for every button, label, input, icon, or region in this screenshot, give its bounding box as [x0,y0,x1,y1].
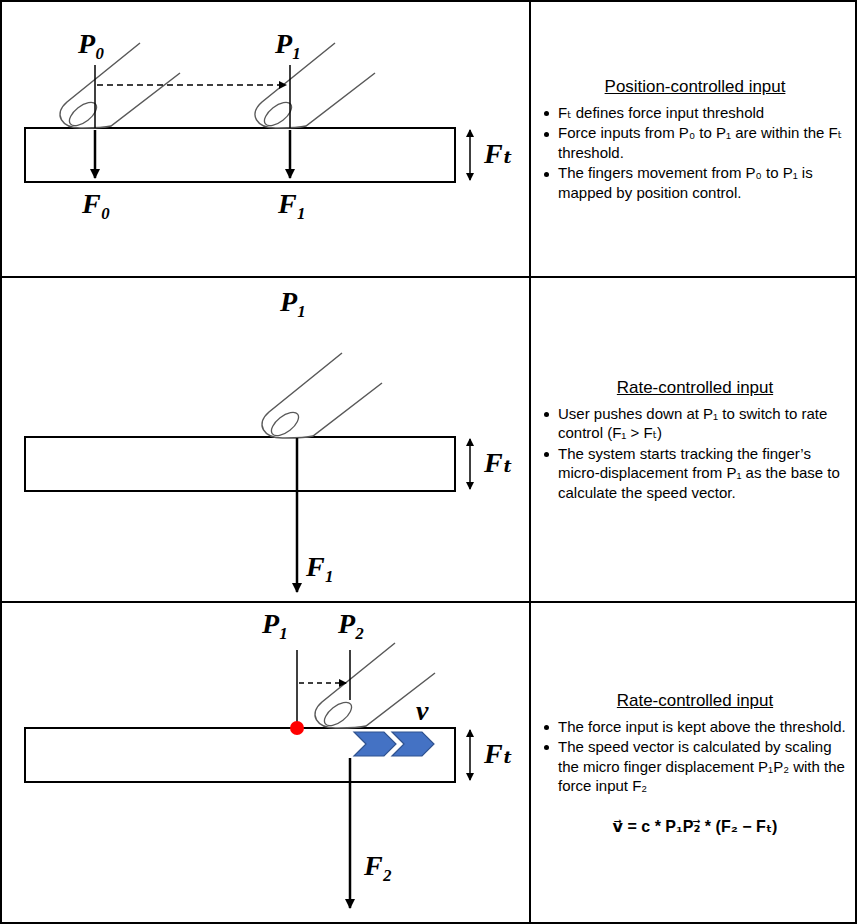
bullet-item: Fₜ defines force input threshold [542,103,848,123]
threshold-arrow [469,730,471,780]
bullet-item: User pushes down at P₁ to switch to rate… [542,404,848,443]
bullet-dot [544,745,549,750]
variable-label: F₂ [364,852,392,880]
touch-surface [25,728,455,782]
touch-surface [25,437,455,491]
bullet-text: The system starts tracking the finger’s … [558,444,848,503]
bullet-item: Force inputs from P₀ to P₁ are within th… [542,123,848,162]
variable-label: Fₜ [484,140,513,168]
movement-arrow [97,84,286,86]
variable-label: P₁ [275,30,302,58]
description-cell: Rate-controlled inputThe force input is … [530,603,856,923]
variable-label: P₀ [78,30,105,58]
position-tick [94,65,96,128]
bullet-item: The system starts tracking the finger’s … [542,444,848,503]
row-divider [1,601,856,603]
bullet-dot [544,132,549,137]
bullet-text: User pushes down at P₁ to switch to rate… [558,404,848,443]
bullet-item: The fingers movement from P₀ to P₁ is ma… [542,163,848,202]
finger-nail [320,698,355,730]
section-heading: Rate-controlled input [542,377,848,399]
force-arrow [94,130,97,178]
variable-label: F₁ [306,553,334,581]
bullet-text: The speed vector is calculated by scalin… [558,737,848,796]
bullet-dot [544,452,549,457]
force-arrow [349,758,352,908]
variable-label: v⃗ [416,697,450,725]
force-arrow [296,438,299,592]
bullet-dot [544,111,549,116]
section-heading: Position-controlled input [542,76,848,98]
variable-label: P₁ [280,288,307,316]
bullet-text: Force inputs from P₀ to P₁ are within th… [558,123,848,162]
row-divider [1,276,856,278]
finger-nail [267,408,302,440]
bullet-dot [544,725,549,730]
touch-surface [25,128,455,182]
formula: v⃗ = c * P₁P₂⃗ * (F₂ − Fₜ) [542,816,848,837]
position-tick [349,650,351,700]
bullet-dot [544,172,549,177]
finger [255,43,375,130]
position-tick [289,65,291,128]
description-cell: Rate-controlled inputUser pushes down at… [530,278,856,601]
variable-label: P₁ [262,610,289,638]
description-cell: Position-controlled input Fₜ defines forc… [530,2,856,276]
variable-label: P₂ [338,610,365,638]
force-arrow [289,130,292,178]
variable-label: F₁ [278,190,306,218]
position-tick [296,650,298,724]
variable-label: F₀ [82,190,110,218]
variable-label: Fₜ [484,740,513,768]
threshold-arrow [469,439,471,489]
bullet-text: Fₜ defines force input threshold [558,103,848,123]
finger [262,353,382,440]
displacement-arrow [299,682,346,684]
bullet-item: The speed vector is calculated by scalin… [542,737,848,796]
bullet-text: The force input is kept above the thresh… [558,717,848,737]
bullet-text: The fingers movement from P₀ to P₁ is ma… [558,163,848,202]
bullet-item: The force input is kept above the thresh… [542,717,848,737]
column-divider [529,1,531,923]
section-heading: Rate-controlled input [542,690,848,712]
base-point [290,721,304,735]
threshold-arrow [469,130,471,180]
speed-chevron [392,732,434,756]
variable-label: Fₜ [484,449,513,477]
speed-chevron [354,732,396,756]
bullet-dot [544,412,549,417]
